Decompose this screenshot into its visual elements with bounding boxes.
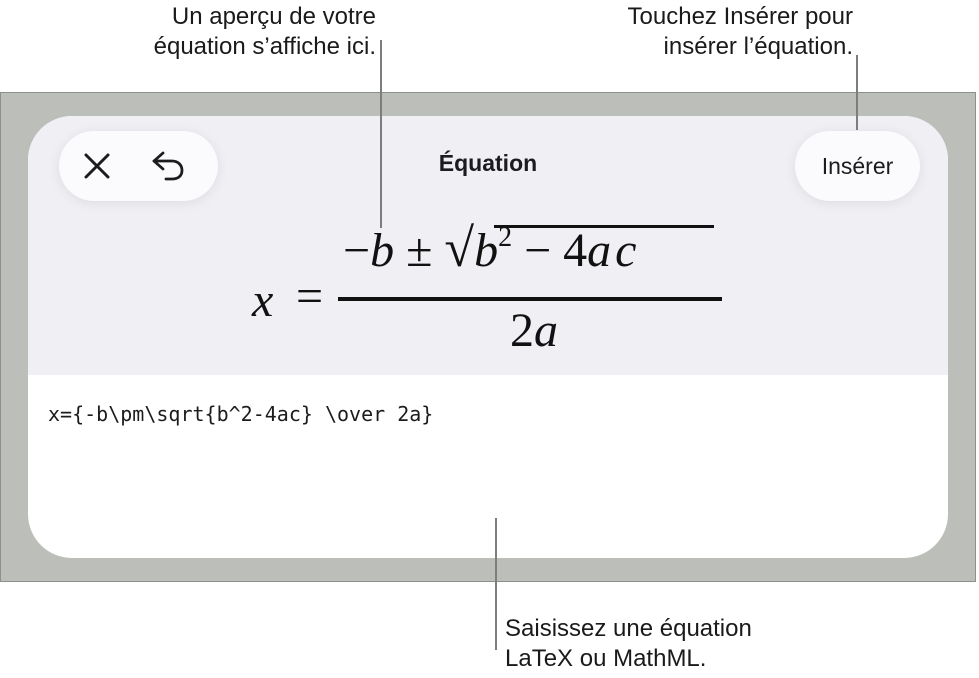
equation-preview: x = −b ± √b2 − 4ac 2a <box>28 211 948 371</box>
equation-equals: = <box>296 270 324 323</box>
insert-button[interactable]: Insérer <box>795 131 920 201</box>
numer-minus2: − <box>524 224 552 277</box>
equation-numerator: −b ± √b2 − 4ac <box>343 217 636 279</box>
leader-line-input <box>495 518 497 650</box>
leader-line-insert <box>856 55 858 130</box>
fraction-bar <box>338 297 722 301</box>
numer-b: b <box>370 224 395 277</box>
callout-insert-line2: insérer l’équation. <box>663 33 853 60</box>
insert-button-label: Insérer <box>821 152 894 179</box>
callout-input: Saisissez une équation LaTeX ou MathML. <box>505 614 845 674</box>
equation-denominator: 2a <box>510 303 558 358</box>
callout-preview-line2: équation s’affiche ici. <box>153 33 376 60</box>
sqrt-sign: √ <box>444 218 475 278</box>
sqrt-vinculum <box>494 225 714 228</box>
undo-button[interactable] <box>138 136 198 196</box>
denom-a: a <box>534 304 558 357</box>
numer-four: 4 <box>563 224 588 277</box>
callout-preview-line1: Un aperçu de votre <box>171 3 376 30</box>
callout-input-line1: Saisissez une équation <box>505 615 752 642</box>
equation-input[interactable]: x={-b\pm\sqrt{b^2-4ac} \over 2a} <box>48 402 434 426</box>
close-button[interactable] <box>67 136 127 196</box>
callout-insert: Touchez Insérer pour insérer l’équation. <box>540 2 853 62</box>
numer-pm: ± <box>406 224 433 277</box>
numer-minus: − <box>343 224 371 277</box>
sheet-title: Équation <box>438 150 538 176</box>
numer-b2-base: b <box>474 224 499 277</box>
denom-two: 2 <box>510 304 534 357</box>
numer-c: c <box>615 224 637 277</box>
equation-sheet: Équation Insérer x = −b ± √b2 − 4ac 2a x… <box>28 116 948 558</box>
toolbar-left-pill <box>59 131 218 201</box>
callout-insert-line1: Touchez Insérer pour <box>627 3 853 30</box>
numer-b2-exp: 2 <box>498 222 513 253</box>
callout-input-line2: LaTeX ou MathML. <box>505 645 707 672</box>
close-icon <box>84 153 110 179</box>
undo-icon <box>152 151 184 181</box>
leader-line-preview <box>380 40 382 228</box>
equation-lhs: x <box>252 274 274 327</box>
callout-preview: Un aperçu de votre équation s’affiche ic… <box>60 2 376 62</box>
numer-a: a <box>587 224 612 277</box>
